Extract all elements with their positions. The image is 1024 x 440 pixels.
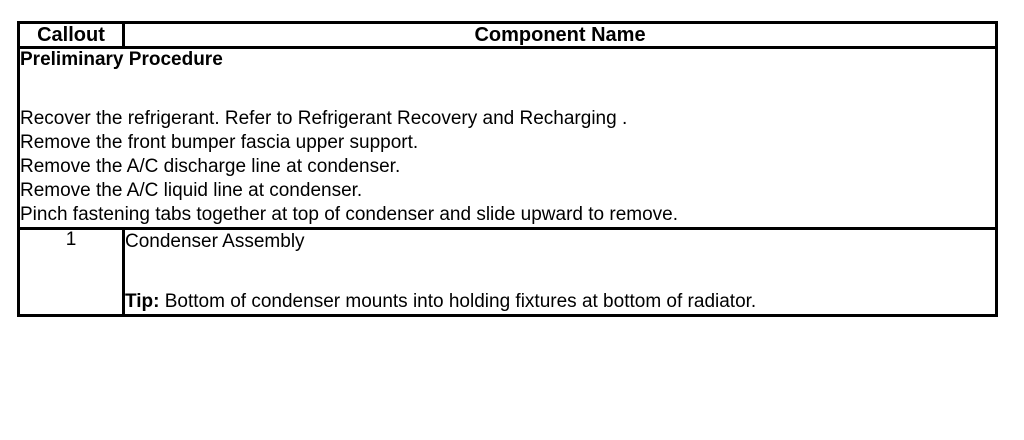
spacer xyxy=(20,71,995,107)
list-item: Remove the A/C liquid line at condenser. xyxy=(20,179,363,201)
column-header-callout: Callout xyxy=(17,21,125,49)
callout-number: 1 xyxy=(17,226,125,317)
list-item: Remove the front bumper fascia upper sup… xyxy=(20,131,419,153)
preliminary-procedure-heading: Preliminary Procedure xyxy=(20,49,223,70)
tip-text: Bottom of condenser mounts into holding … xyxy=(159,290,757,312)
preliminary-procedure-step-list: Recover the refrigerant. Refer to Refrig… xyxy=(20,107,995,227)
list-item: Remove the A/C discharge line at condens… xyxy=(20,155,401,177)
table-header: Callout Component Name xyxy=(17,21,998,49)
list-item: Recover the refrigerant. Refer to Refrig… xyxy=(20,107,628,129)
preliminary-procedure-row: Preliminary Procedure Recover the refrig… xyxy=(17,46,998,230)
column-header-component-name: Component Name xyxy=(122,21,998,49)
table-header-row: Callout Component Name xyxy=(17,21,998,49)
component-description-cell: Condenser Assembly Tip: Bottom of conden… xyxy=(122,226,998,317)
component-callout-table: Callout Component Name Preliminary Proce… xyxy=(17,21,998,317)
table-row: 1 Condenser Assembly Tip: Bottom of cond… xyxy=(17,226,998,317)
component-name-text: Condenser Assembly xyxy=(125,230,305,252)
table-body: Preliminary Procedure Recover the refrig… xyxy=(17,46,998,317)
component-tip: Tip: Bottom of condenser mounts into hol… xyxy=(125,290,995,314)
tip-label: Tip: xyxy=(125,290,160,312)
spacer xyxy=(125,254,995,290)
list-item: Pinch fastening tabs together at top of … xyxy=(20,203,679,225)
preliminary-procedure-cell: Preliminary Procedure Recover the refrig… xyxy=(17,46,998,230)
